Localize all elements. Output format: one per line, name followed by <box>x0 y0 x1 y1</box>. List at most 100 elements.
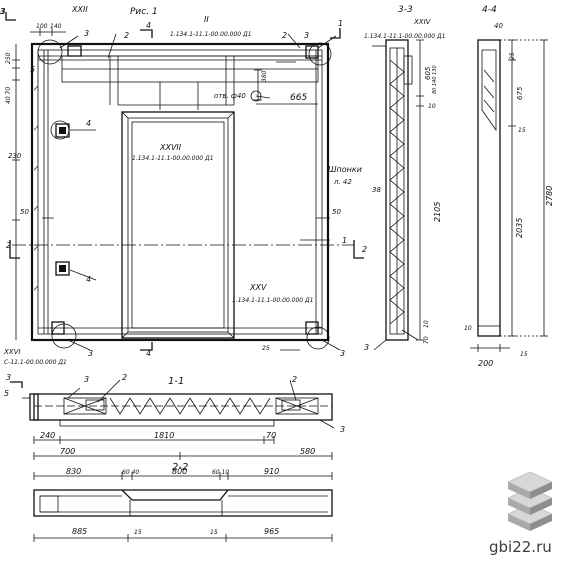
dim: 200 <box>478 359 493 368</box>
ref-3: 1.134.1-11.1-00.00.000 Д1 <box>132 155 214 162</box>
callout: 4 <box>146 21 151 30</box>
section-label-2-2: 2-2 <box>172 462 188 473</box>
dim: 100 <box>36 23 48 30</box>
dim: 40 <box>494 22 503 30</box>
callout: 2 <box>124 31 129 40</box>
dim: 38 <box>372 186 381 194</box>
dim: 665 <box>290 93 307 103</box>
callout: 5 <box>30 65 35 74</box>
callout: 1 <box>338 19 343 28</box>
node-xxvi <box>51 323 77 349</box>
ref-2: 1.134.1-11.1-00.00.000 Д1 <box>364 33 446 40</box>
hole-circle <box>250 90 262 102</box>
dim: 15 <box>518 127 526 134</box>
hole-note: отв. ф40 <box>214 92 246 100</box>
section-label-4-4: 4-4 <box>482 5 497 15</box>
dim: 40 70 <box>5 87 12 104</box>
node-label-xxii: XXII <box>71 5 88 14</box>
dim: 2780 <box>545 186 554 206</box>
keys-ref: л. 42 <box>333 178 352 186</box>
dim: 240 <box>40 431 55 440</box>
node-label-xxv: XXV <box>249 283 267 292</box>
callout: 2 <box>6 241 11 250</box>
dim: 250 <box>5 52 12 64</box>
callout: 3 <box>304 31 309 40</box>
figure-title: Рис. 1 <box>130 7 158 17</box>
dim: 885 <box>72 527 87 536</box>
dim: 15 <box>134 529 142 536</box>
callout: 3 <box>6 373 11 382</box>
section-1-1 <box>10 379 335 460</box>
callout: 3 <box>88 349 93 358</box>
dim: 15 <box>210 529 218 536</box>
ref-5: С-11.1-00.00.000 Д1 <box>4 359 67 366</box>
dim: 2035 <box>515 218 524 238</box>
callout: 3 <box>364 343 369 352</box>
opening <box>121 111 235 339</box>
dim: 60 10 <box>212 469 229 476</box>
panel-outline <box>30 42 330 342</box>
keys-note: Шпонки <box>328 165 362 174</box>
callout: 3 <box>0 7 6 16</box>
node-label-xxiv: XXIV <box>413 18 432 26</box>
dim: 605 <box>424 66 432 80</box>
dim: 80 140 130 <box>432 65 438 94</box>
dim: 675 <box>516 86 524 100</box>
dim: 380 <box>261 70 268 82</box>
ref-4: 1.134.1-11.1-00.00.000 Д1 <box>232 297 314 304</box>
section-3-3 <box>372 39 424 351</box>
dim: 1810 <box>154 431 174 440</box>
callout: 4 <box>146 349 151 358</box>
dim: 50 <box>20 208 29 216</box>
dim: 70 <box>266 431 276 440</box>
plate-4b <box>55 261 70 276</box>
logo-plates-icon <box>507 471 553 531</box>
callout: 2 <box>362 245 367 254</box>
dim: 230 <box>8 152 22 160</box>
dim: 60 40 <box>122 469 139 476</box>
dim: 10 <box>464 325 472 332</box>
ref-1: 1.134.1-11.1-00.00.000 Д1 <box>170 31 252 38</box>
callout: 2 <box>292 375 297 384</box>
labels: Рис. 1 3-3 4-4 1-1 2-2 II XXII XXIV XXV … <box>0 5 554 536</box>
dim: 2105 <box>433 202 442 222</box>
dim: 580 <box>300 447 315 456</box>
dim: 700 <box>60 447 75 456</box>
dim: 830 <box>66 467 81 476</box>
dim: 70 <box>423 336 430 344</box>
node-label-xxvii: XXVII <box>159 143 182 152</box>
callout: 3 <box>340 349 345 358</box>
section-2-2 <box>33 472 333 542</box>
node-label-top: II <box>204 15 209 24</box>
main-elevation <box>5 12 364 351</box>
node-label-xxvi: XXVI <box>3 348 20 356</box>
dim: 910 <box>264 467 279 476</box>
section-4-4 <box>470 39 548 352</box>
watermark-text: gbi22.ru <box>489 538 552 556</box>
callout: 2 <box>282 31 287 40</box>
section-label-1-1: 1-1 <box>168 376 184 387</box>
callout: 3 <box>84 375 89 384</box>
dim: 15 <box>520 351 528 358</box>
callout: 2 <box>122 373 127 382</box>
callout: 1 <box>342 236 347 245</box>
callout: 4 <box>86 275 91 284</box>
dim: 800 <box>172 467 187 476</box>
callout: 3 <box>84 29 89 38</box>
dim: 140 <box>50 23 62 30</box>
node-xxiv <box>308 42 332 66</box>
node-xxii <box>37 39 63 65</box>
node-xxv <box>306 326 330 350</box>
node-xxvii <box>50 120 70 140</box>
dim: 965 <box>264 527 279 536</box>
dim: 10 <box>423 320 430 328</box>
section-label-3-3: 3-3 <box>398 5 413 15</box>
dim: 10 <box>428 103 436 110</box>
dim: 50 <box>332 208 341 216</box>
callout: 5 <box>4 389 9 398</box>
callout: 4 <box>86 119 91 128</box>
callout: 3 <box>340 425 345 434</box>
dim: 25 <box>509 52 516 60</box>
dim: 25 <box>262 345 270 352</box>
